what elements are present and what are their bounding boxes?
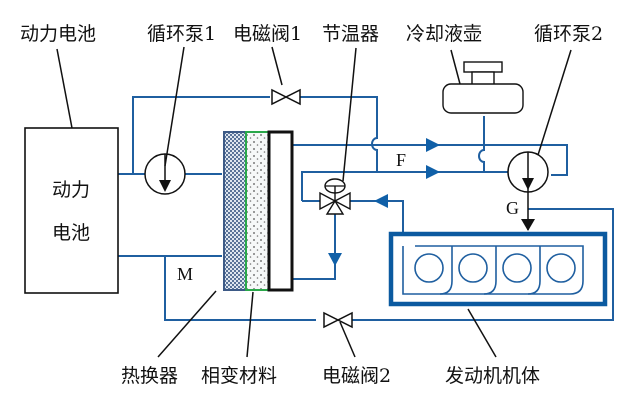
solenoid-valve-1-icon (271, 88, 301, 106)
pump-1-icon (144, 153, 186, 195)
label-engine-block: 发动机机体 (445, 365, 540, 387)
battery-box-label-1: 动力 (52, 179, 90, 201)
phase-change-material (245, 131, 270, 291)
leader-lines (56, 46, 572, 358)
battery-box-label-2: 电池 (52, 222, 90, 244)
flow-arrow-right-lower (426, 165, 440, 179)
heat-exchanger (223, 131, 247, 291)
cold-plate (267, 130, 294, 292)
label-battery: 动力电池 (20, 23, 96, 45)
label-pump-2: 循环泵2 (534, 23, 603, 45)
flow-arrow-left (374, 194, 388, 208)
coolant-tank-icon (442, 61, 524, 114)
cylinder-1 (414, 253, 444, 283)
engine-block (388, 231, 608, 307)
flow-arrows (328, 138, 440, 266)
label-thermostat: 节温器 (322, 23, 379, 45)
label-coolant-tank: 冷却液壶 (406, 23, 482, 45)
label-valve-1: 电磁阀1 (233, 23, 302, 45)
label-pump-1: 循环泵1 (147, 23, 216, 45)
pump-2-icon (507, 151, 549, 231)
label-valve-2: 电磁阀2 (322, 365, 391, 387)
battery-box (24, 127, 119, 294)
cylinder-4 (546, 253, 576, 283)
flow-arrow-right-upper (426, 138, 440, 152)
point-g-label: G (506, 198, 519, 218)
label-pcm: 相变材料 (201, 365, 277, 387)
cylinder-3 (502, 253, 532, 283)
flow-arrow-down (328, 253, 342, 266)
label-heat-exchanger: 热换器 (121, 365, 178, 387)
solenoid-valve-2-icon (323, 311, 353, 329)
thermostat-icon (319, 178, 351, 215)
point-m-label: M (177, 264, 193, 284)
point-f-label: F (396, 150, 406, 170)
cylinder-2 (458, 253, 488, 283)
